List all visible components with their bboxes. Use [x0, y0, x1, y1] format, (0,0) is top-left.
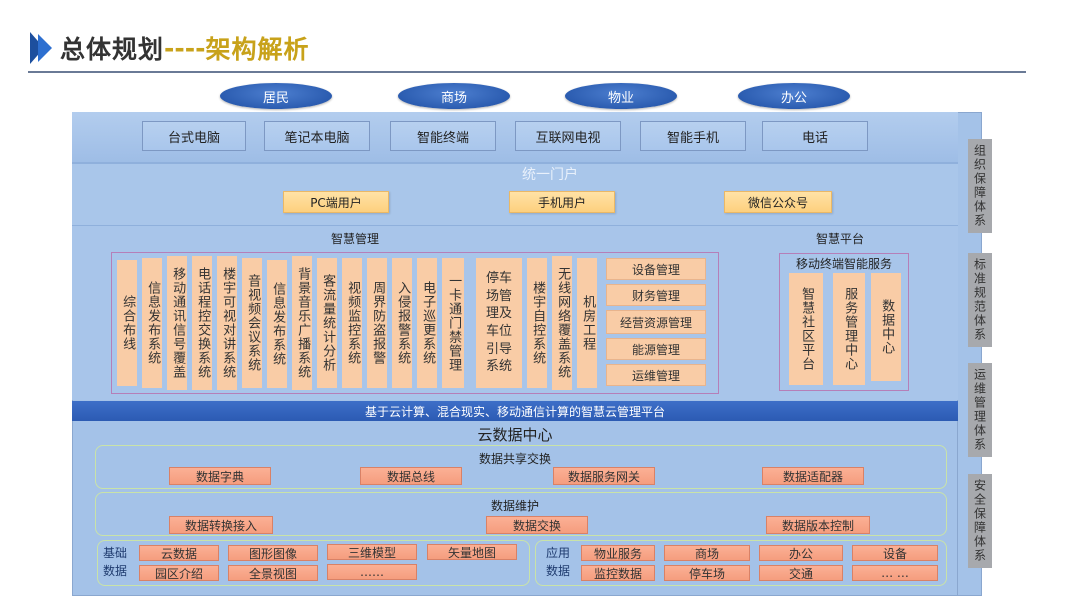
- platform-item-data-center: 数据中心: [871, 273, 901, 381]
- mgmt-item: 无线网络覆盖系统: [552, 256, 572, 390]
- data-maintain-item: 数据交换: [486, 516, 588, 534]
- app-data-frame: [535, 540, 947, 586]
- base-data-label: 基础 数据: [103, 544, 133, 580]
- app-data-label-line1: 应用: [546, 546, 571, 560]
- app-data-label: 应用 数据: [546, 544, 576, 580]
- title-divider: [28, 71, 1026, 73]
- data-share-item: 数据总线: [360, 467, 462, 485]
- base-data-item: 全景视图: [228, 565, 318, 581]
- app-data-item: 设备: [852, 545, 938, 561]
- mgmt-item-resources: 经营资源管理: [606, 310, 706, 334]
- device-telephone: 电话: [762, 121, 868, 151]
- mgmt-item: 楼宇可视对讲系统: [217, 256, 237, 390]
- mgmt-item: 信息发布系统: [267, 260, 287, 388]
- mgmt-item: 背景音乐广播系统: [292, 256, 312, 390]
- base-data-item: ……: [327, 564, 417, 580]
- mgmt-item: 电子巡更系统: [417, 258, 437, 388]
- device-laptop: 笔记本电脑: [264, 121, 370, 151]
- app-data-item: 商场: [664, 545, 750, 561]
- cloud-platform-bar: 基于云计算、混合现实、移动通信计算的智慧云管理平台: [72, 401, 958, 421]
- user-node-property: 物业: [565, 83, 677, 109]
- page-title: 总体规划: [60, 35, 165, 64]
- portal-mobile-user: 手机用户: [509, 191, 615, 213]
- mgmt-item: 移动通讯信号覆盖: [167, 256, 187, 390]
- base-data-label-line2: 数据: [103, 564, 128, 578]
- user-node-mall: 商场: [398, 83, 510, 109]
- portal-title: 统一门户: [522, 167, 578, 183]
- base-data-item: 云数据: [139, 545, 219, 561]
- title-separator: ----: [164, 33, 206, 63]
- mgmt-item: 信息发布系统: [142, 258, 162, 388]
- management-frame: [111, 252, 719, 394]
- data-maintain-item: 数据转换接入: [169, 516, 273, 534]
- data-share-item: 数据服务网关: [553, 467, 655, 485]
- mgmt-item-finance: 财务管理: [606, 284, 706, 306]
- side-system-standards: 标准规范体系: [968, 253, 992, 347]
- mgmt-item-equipment: 设备管理: [606, 258, 706, 280]
- mgmt-item-operations: 运维管理: [606, 364, 706, 386]
- app-data-label-line2: 数据: [546, 564, 571, 578]
- device-smart-terminal: 智能终端: [390, 121, 496, 151]
- mgmt-item: 客流量统计分析: [317, 258, 337, 388]
- app-data-item: 交通: [759, 565, 843, 581]
- data-share-frame: [95, 445, 947, 489]
- portal-wechat: 微信公众号: [724, 191, 832, 213]
- device-internet-tv: 互联网电视: [515, 121, 621, 151]
- side-system-security: 安全保障体系: [968, 474, 992, 568]
- base-data-item: 矢量地图: [427, 544, 517, 560]
- mgmt-item-parking: 停车场管理及车位引导系统: [476, 258, 522, 388]
- data-center-title: 云数据中心: [477, 426, 553, 444]
- data-share-item: 数据字典: [169, 467, 271, 485]
- page-subtitle: 架构解析: [205, 35, 310, 64]
- platform-item-community: 智慧社区平台: [789, 273, 823, 385]
- portal-pc-user: PC端用户: [283, 191, 389, 213]
- app-data-item: 监控数据: [581, 565, 655, 581]
- page-header: 总体规划 ---- 架构解析: [30, 30, 310, 66]
- chevron-right-icon: [30, 30, 56, 66]
- app-data-item: 物业服务: [581, 545, 655, 561]
- app-data-item: … …: [852, 565, 938, 581]
- device-smartphone: 智能手机: [640, 121, 746, 151]
- device-desktop: 台式电脑: [142, 121, 246, 151]
- mgmt-item: 楼宇自控系统: [527, 258, 547, 388]
- data-maintain-frame: [95, 492, 947, 536]
- base-data-label-line1: 基础: [103, 546, 128, 560]
- app-data-item: 停车场: [664, 565, 750, 581]
- base-data-frame: [97, 540, 530, 586]
- data-maintain-title: 数据维护: [490, 499, 539, 513]
- side-system-operations: 运维管理体系: [968, 363, 992, 457]
- mgmt-item: 视频监控系统: [342, 258, 362, 388]
- mgmt-item: 一卡通门禁管理: [442, 258, 464, 388]
- base-data-item: 园区介绍: [139, 565, 219, 581]
- side-system-organization: 组织保障体系: [968, 139, 992, 233]
- app-data-item: 办公: [759, 545, 843, 561]
- data-share-title: 数据共享交换: [478, 452, 551, 466]
- mgmt-item: 综合布线: [117, 260, 137, 386]
- platform-item-service: 服务管理中心: [833, 273, 865, 385]
- mgmt-item: 入侵报警系统: [392, 258, 412, 388]
- base-data-item: 三维模型: [327, 544, 417, 560]
- base-data-item: 图形图像: [228, 545, 318, 561]
- user-node-office: 办公: [738, 83, 850, 109]
- platform-frame: [779, 253, 909, 391]
- management-title: 智慧管理: [330, 232, 379, 246]
- mgmt-item: 机房工程: [577, 258, 597, 388]
- mgmt-item-energy: 能源管理: [606, 338, 706, 360]
- mgmt-item: 音视频会议系统: [242, 258, 262, 388]
- mgmt-item: 周界防盗报警: [367, 258, 387, 388]
- platform-title: 智慧平台: [815, 232, 864, 246]
- data-share-item: 数据适配器: [762, 467, 864, 485]
- user-node-residents: 居民: [220, 83, 332, 109]
- mgmt-item: 电话程控交换系统: [192, 256, 212, 390]
- platform-subtitle: 移动终端智能服务: [795, 257, 892, 271]
- data-maintain-item: 数据版本控制: [766, 516, 870, 534]
